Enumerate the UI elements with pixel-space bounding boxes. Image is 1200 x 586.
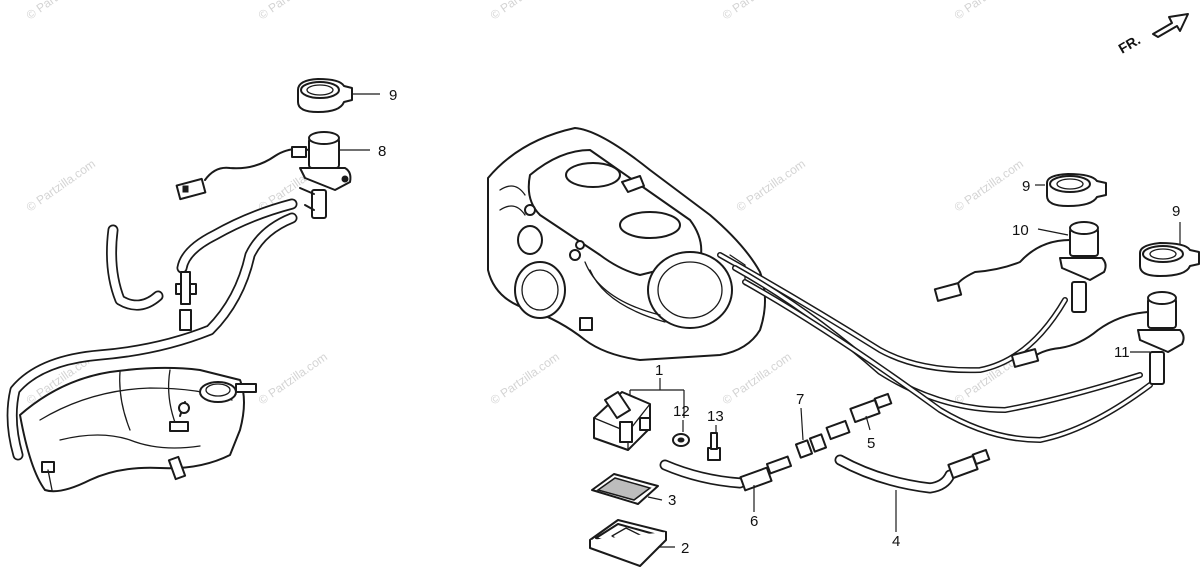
hose-part-6	[659, 455, 793, 492]
right-upper-valve	[933, 173, 1107, 313]
leader-line	[865, 415, 871, 431]
callout-8: 8	[378, 143, 386, 160]
callout-13: 13	[707, 408, 724, 425]
front-label: FR.	[1116, 31, 1144, 56]
callout-11: 11	[1114, 344, 1130, 361]
leader-line	[1037, 228, 1069, 236]
callout-9-right-upper: 9	[1022, 178, 1030, 195]
watermark: © Partzilla.com	[24, 0, 98, 22]
callout-6: 6	[750, 513, 758, 530]
callout-2: 2	[681, 540, 689, 557]
callout-1: 1	[655, 362, 663, 379]
callout-9-left: 9	[389, 87, 397, 104]
pad-part-3	[591, 473, 659, 505]
watermark: © Partzilla.com	[24, 157, 98, 215]
watermark: © Partzilla.com	[952, 0, 1026, 22]
callout-7: 7	[796, 391, 804, 408]
callout-9-right-lower: 9	[1172, 203, 1180, 220]
long-pipes	[717, 252, 1153, 443]
right-lower-valve	[1010, 242, 1200, 385]
check-valve-part-1	[593, 391, 651, 451]
air-injection-housing	[19, 366, 257, 493]
leader-line	[800, 407, 804, 441]
front-direction-indicator: FR.	[1116, 13, 1189, 57]
watermark: © Partzilla.com	[720, 350, 794, 408]
leader-line	[629, 378, 685, 418]
watermark: © Partzilla.com	[488, 0, 562, 22]
fitting-part-7	[794, 433, 828, 459]
front-arrow-icon	[1152, 13, 1189, 38]
callout-10: 10	[1012, 222, 1029, 239]
callout-5: 5	[867, 435, 875, 452]
hose-part-4	[834, 448, 991, 494]
washer-part-12	[672, 433, 690, 447]
leader-line	[647, 496, 663, 501]
collar-part-top-left	[297, 78, 353, 113]
left-hoses	[6, 198, 298, 461]
callout-3: 3	[668, 492, 676, 509]
watermark: © Partzilla.com	[720, 0, 794, 22]
fitting-part-5	[825, 392, 893, 441]
watermark: © Partzilla.com	[488, 350, 562, 408]
callout-labels: 9 8 9 10 9 11 1 12 13 7 5 3 6 4 2	[378, 87, 1180, 557]
callout-12: 12	[673, 403, 690, 420]
small-parts	[589, 391, 991, 567]
left-assembly	[6, 78, 353, 493]
callout-4: 4	[892, 533, 900, 550]
bolt-part-13	[707, 432, 721, 461]
watermark: © Partzilla.com	[952, 157, 1026, 215]
engine-assembly	[487, 127, 766, 361]
holder-part-2	[589, 519, 667, 567]
watermark: © Partzilla.com	[256, 350, 330, 408]
solenoid-valve-part-8	[175, 131, 352, 219]
watermark: © Partzilla.com	[734, 157, 808, 215]
watermark: © Partzilla.com	[256, 0, 330, 22]
leader-lines	[340, 93, 1181, 548]
